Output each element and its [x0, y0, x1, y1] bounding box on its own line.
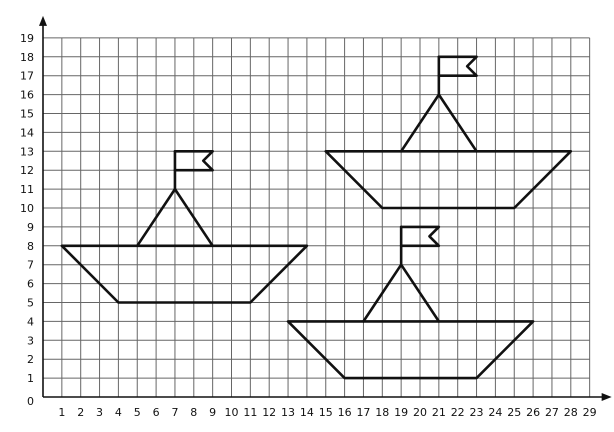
y-tick-label: 14: [20, 126, 34, 139]
x-tick-label: 17: [356, 406, 370, 419]
y-axis-arrow-icon: [39, 15, 47, 26]
x-tick-label: 18: [375, 406, 389, 419]
x-tick-label: 12: [262, 406, 276, 419]
x-tick-label: 24: [488, 406, 502, 419]
y-tick-label: 12: [20, 164, 34, 177]
y-tick-label: 6: [27, 278, 34, 291]
x-tick-label: 4: [115, 406, 122, 419]
x-tick-label: 25: [507, 406, 521, 419]
y-tick-label: 8: [27, 240, 34, 253]
boat-hull: [286, 320, 535, 380]
boat-bottom-right: [286, 225, 535, 380]
x-tick-label: 8: [190, 406, 197, 419]
x-tick-label: 6: [153, 406, 160, 419]
x-tick-label: 14: [300, 406, 314, 419]
grid-lines: [43, 37, 591, 397]
x-tick-label: 15: [319, 406, 333, 419]
y-tick-label: 5: [27, 297, 34, 310]
y-tick-label: 16: [20, 89, 34, 102]
x-tick-label: 21: [432, 406, 446, 419]
x-tick-label: 23: [470, 406, 484, 419]
x-tick-label: 28: [564, 406, 578, 419]
y-tick-label: 2: [27, 353, 34, 366]
y-tick-label: 13: [20, 145, 34, 158]
y-tick-label: 15: [20, 108, 34, 121]
x-tick-label: 27: [545, 406, 559, 419]
y-tick-label: 3: [27, 334, 34, 347]
x-tick-label: 13: [281, 406, 295, 419]
boat-hull: [60, 244, 309, 304]
x-tick-label: 29: [583, 406, 597, 419]
x-tick-label: 20: [413, 406, 427, 419]
y-tick-label: 18: [20, 51, 34, 64]
y-tick-label: 4: [27, 315, 34, 328]
y-tick-label: 17: [20, 70, 34, 83]
flag-icon: [437, 55, 478, 77]
x-tick-label: 16: [338, 406, 352, 419]
x-tick-label: 22: [451, 406, 465, 419]
y-tick-label: 11: [20, 183, 34, 196]
x-tick-label: 7: [171, 406, 178, 419]
x-tick-label: 11: [243, 406, 257, 419]
flag-icon: [173, 150, 214, 172]
y-tick-label: 1: [27, 372, 34, 385]
x-tick-label: 9: [209, 406, 216, 419]
y-tick-label: 7: [27, 259, 34, 272]
y-tick-label: 19: [20, 32, 34, 45]
x-tick-label: 5: [134, 406, 141, 419]
x-tick-label: 2: [77, 406, 84, 419]
x-tick-label: 26: [526, 406, 540, 419]
boat-top-right: [324, 55, 573, 210]
x-tick-label: 3: [96, 406, 103, 419]
origin-label: 0: [27, 395, 34, 408]
y-tick-label: 10: [20, 202, 34, 215]
axes: [39, 15, 612, 401]
x-tick-label: 19: [394, 406, 408, 419]
boats: [60, 55, 573, 380]
flag-icon: [399, 225, 441, 248]
x-axis-arrow-icon: [601, 393, 612, 401]
boat-hull: [324, 150, 573, 210]
x-tick-label: 10: [225, 406, 239, 419]
y-tick-label: 9: [27, 221, 34, 234]
x-tick-label: 1: [58, 406, 65, 419]
boat-left: [60, 150, 309, 304]
